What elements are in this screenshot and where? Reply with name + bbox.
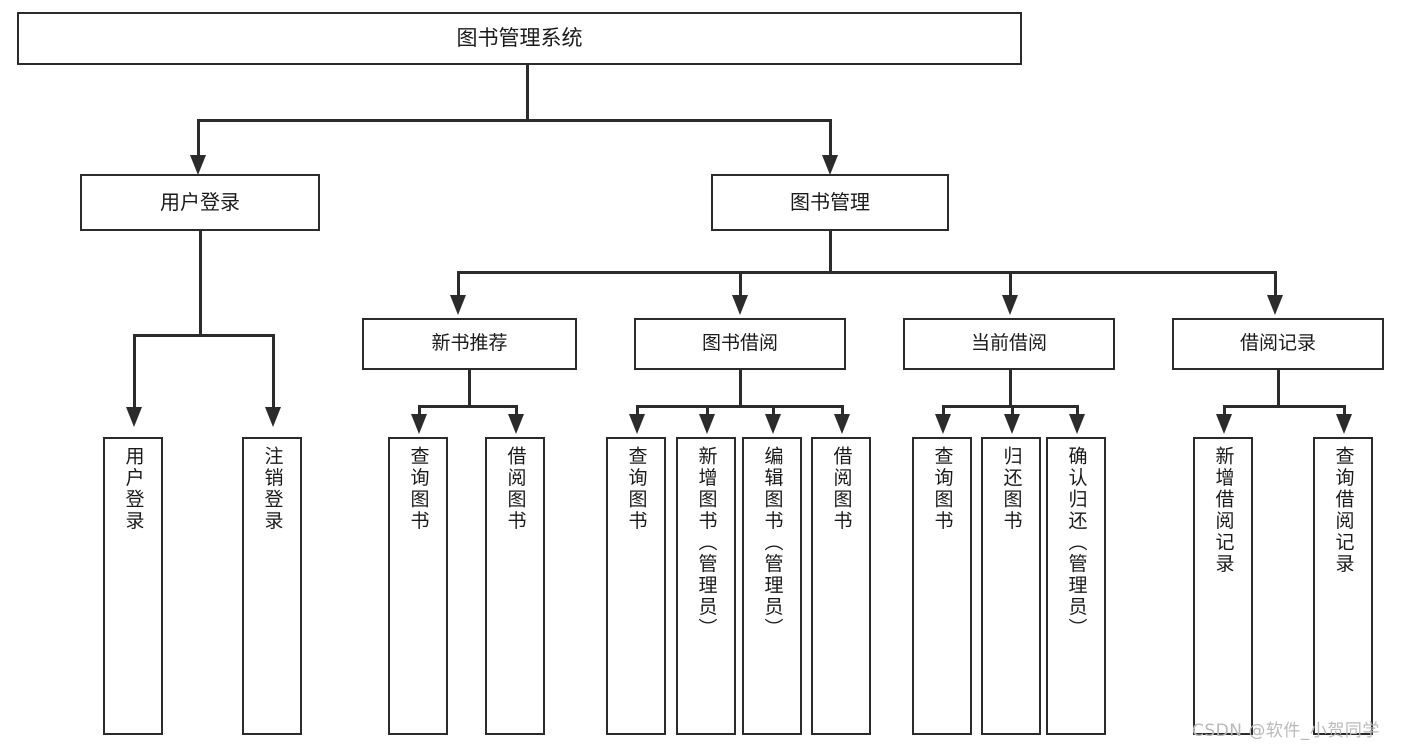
- connector-user-login-stem: [199, 231, 202, 336]
- leaf-borrow-record-1[interactable]: 新增借阅记录: [1193, 437, 1253, 735]
- leaf-label: 编辑图书（管理员）: [761, 446, 784, 640]
- connector-new-book-stem: [468, 370, 471, 407]
- connector-borrow-record-to-leaf-1: [1223, 405, 1226, 419]
- node-current-borrow-label: 当前借阅: [970, 332, 1047, 355]
- connector-root-to-user-login: [197, 119, 200, 161]
- connector-book-borrow-stem: [739, 370, 742, 407]
- connector-book-mgmt-to-book-borrow: [739, 271, 742, 301]
- leaf-user-login-2[interactable]: 注销登录: [242, 437, 302, 735]
- arrow-book-mgmt-to-current-borrow: [1002, 295, 1018, 315]
- leaf-label: 确认归还（管理员）: [1065, 446, 1088, 640]
- arrow-borrow-record-to-leaf-1: [1216, 414, 1232, 434]
- leaf-label: 查询图书: [931, 446, 954, 532]
- arrow-current-borrow-to-leaf-1: [935, 414, 951, 434]
- connector-current-borrow-to-leaf-1: [942, 405, 945, 419]
- leaf-label: 用户登录: [122, 446, 145, 532]
- node-new-book-recommend[interactable]: 新书推荐: [362, 318, 577, 370]
- leaf-label: 借阅图书: [830, 446, 853, 532]
- connector-current-borrow-stem: [1009, 370, 1012, 407]
- leaf-label: 归还图书: [1000, 446, 1023, 532]
- connector-root-to-book-mgmt: [829, 119, 832, 161]
- node-book-management-label: 图书管理: [790, 190, 870, 214]
- arrow-book-borrow-to-leaf-2: [699, 414, 715, 434]
- leaf-label: 新增图书（管理员）: [695, 446, 718, 640]
- arrow-new-book-to-leaf-1: [411, 414, 427, 434]
- arrow-book-mgmt-to-book-borrow: [732, 295, 748, 315]
- leaf-current-borrow-2[interactable]: 归还图书: [981, 437, 1041, 735]
- connector-book-borrow-to-leaf-3: [772, 405, 775, 419]
- connector-user-login-bar: [133, 334, 274, 337]
- node-user-login[interactable]: 用户登录: [80, 174, 320, 231]
- leaf-label: 查询借阅记录: [1332, 446, 1355, 575]
- leaf-current-borrow-1[interactable]: 查询图书: [912, 437, 972, 735]
- leaf-label: 注销登录: [261, 446, 284, 532]
- connector-root-stem: [526, 65, 529, 120]
- connector-new-book-to-leaf-1: [418, 405, 421, 419]
- node-book-borrow-label: 图书借阅: [701, 332, 778, 355]
- arrow-root-to-user-login: [190, 155, 206, 175]
- arrow-book-borrow-to-leaf-4: [834, 414, 850, 434]
- arrow-book-mgmt-to-borrow-record: [1267, 295, 1283, 315]
- leaf-new-book-1[interactable]: 查询图书: [388, 437, 448, 735]
- arrow-user-login-to-leaf-2: [265, 407, 281, 427]
- arrow-book-mgmt-to-new-book: [450, 295, 466, 315]
- arrow-borrow-record-to-leaf-2: [1336, 414, 1352, 434]
- leaf-label: 查询图书: [407, 446, 430, 532]
- node-borrow-record-label: 借阅记录: [1239, 332, 1316, 355]
- connector-book-borrow-to-leaf-4: [841, 405, 844, 419]
- connector-user-login-to-leaf-1: [133, 334, 136, 412]
- leaf-new-book-2[interactable]: 借阅图书: [485, 437, 545, 735]
- leaf-book-borrow-2[interactable]: 新增图书（管理员）: [676, 437, 736, 735]
- connector-book-mgmt-stem: [829, 231, 832, 274]
- node-book-borrow[interactable]: 图书借阅: [634, 318, 846, 370]
- connector-current-borrow-bar: [942, 405, 1078, 408]
- connector-book-borrow-to-leaf-1: [636, 405, 639, 419]
- csdn-watermark: CSDN @软件_小贺同学: [1192, 721, 1380, 741]
- connector-book-mgmt-to-current-borrow: [1009, 271, 1012, 301]
- connector-borrow-record-stem: [1277, 370, 1280, 407]
- leaf-borrow-record-2[interactable]: 查询借阅记录: [1313, 437, 1373, 735]
- node-borrow-record[interactable]: 借阅记录: [1172, 318, 1384, 370]
- connector-book-mgmt-to-new-book: [457, 271, 460, 301]
- arrow-root-to-book-mgmt: [822, 155, 838, 175]
- node-current-borrow[interactable]: 当前借阅: [903, 318, 1115, 370]
- arrow-user-login-to-leaf-1: [126, 407, 142, 427]
- connector-root-bar: [197, 119, 831, 122]
- connector-user-login-to-leaf-2: [272, 334, 275, 412]
- connector-new-book-bar: [418, 405, 517, 408]
- node-new-book-recommend-label: 新书推荐: [431, 332, 508, 355]
- leaf-label: 查询图书: [625, 446, 648, 532]
- connector-borrow-record-bar: [1223, 405, 1345, 408]
- arrow-new-book-to-leaf-2: [508, 414, 524, 434]
- leaf-user-login-1[interactable]: 用户登录: [103, 437, 163, 735]
- leaf-book-borrow-3[interactable]: 编辑图书（管理员）: [742, 437, 802, 735]
- connector-book-mgmt-to-borrow-record: [1274, 271, 1277, 301]
- node-book-management[interactable]: 图书管理: [711, 174, 949, 231]
- connector-new-book-to-leaf-2: [515, 405, 518, 419]
- connector-current-borrow-to-leaf-2: [1011, 405, 1014, 419]
- arrow-book-borrow-to-leaf-3: [765, 414, 781, 434]
- arrow-current-borrow-to-leaf-2: [1004, 414, 1020, 434]
- node-user-login-label: 用户登录: [160, 190, 240, 214]
- leaf-label: 新增借阅记录: [1212, 446, 1235, 575]
- node-root-label: 图书管理系统: [456, 26, 583, 51]
- connector-book-mgmt-bar: [457, 271, 1276, 274]
- connector-book-borrow-to-leaf-2: [706, 405, 709, 419]
- leaf-current-borrow-3[interactable]: 确认归还（管理员）: [1046, 437, 1106, 735]
- arrow-book-borrow-to-leaf-1: [629, 414, 645, 434]
- node-root-system[interactable]: 图书管理系统: [17, 12, 1022, 65]
- leaf-book-borrow-1[interactable]: 查询图书: [606, 437, 666, 735]
- arrow-current-borrow-to-leaf-3: [1069, 414, 1085, 434]
- connector-borrow-record-to-leaf-2: [1343, 405, 1346, 419]
- leaf-label: 借阅图书: [504, 446, 527, 532]
- leaf-book-borrow-4[interactable]: 借阅图书: [811, 437, 871, 735]
- connector-book-borrow-bar: [636, 405, 843, 408]
- connector-current-borrow-to-leaf-3: [1076, 405, 1079, 419]
